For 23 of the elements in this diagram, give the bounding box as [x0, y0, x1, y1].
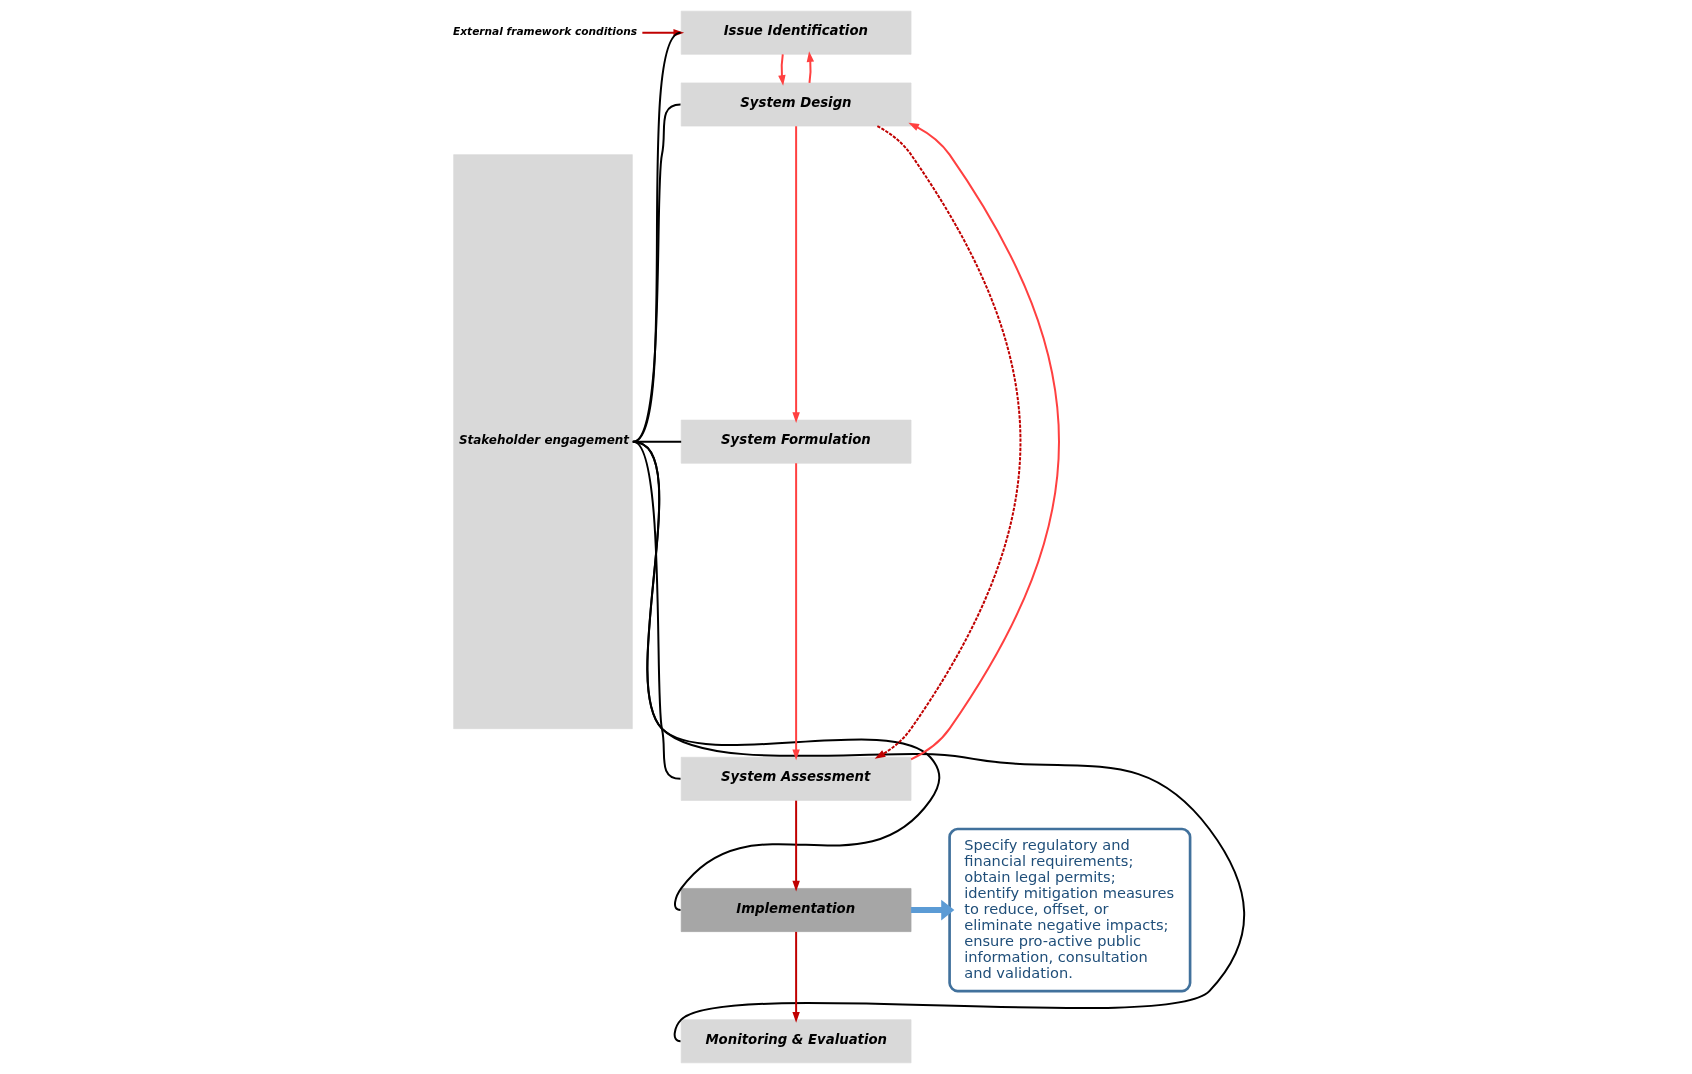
- arrow: [792, 799, 800, 892]
- connector: [632, 440, 682, 780]
- arrow: [908, 122, 1060, 761]
- node-box: Specify regulatory and financial requirements; obtain legal permits; identify mitigation measures to reduce, offset, or eliminate negative impacts; ensure pro-active public information, consultation and validation.: [948, 827, 1192, 993]
- arrow: [792, 125, 800, 423]
- node-text: External framework conditions: [452, 24, 638, 38]
- connector: [632, 31, 682, 443]
- connector: [631, 440, 683, 443]
- connector: [632, 103, 682, 443]
- arrow: [778, 53, 786, 86]
- connector: [632, 440, 1246, 1043]
- arrow: [874, 125, 1022, 759]
- node-box: Monitoring & Evaluation: [680, 1019, 912, 1064]
- node-box: System Design: [680, 82, 912, 127]
- arrow: [792, 930, 800, 1023]
- node-box: Issue Identification: [680, 10, 912, 55]
- node-box: System Assessment: [680, 756, 912, 801]
- node-box: System Formulation: [680, 419, 912, 464]
- node-box: Stakeholder engagement: [453, 154, 633, 729]
- node-box: Implementation: [680, 888, 912, 932]
- arrow: [911, 899, 955, 921]
- arrow: [806, 51, 815, 84]
- arrow: [792, 462, 800, 761]
